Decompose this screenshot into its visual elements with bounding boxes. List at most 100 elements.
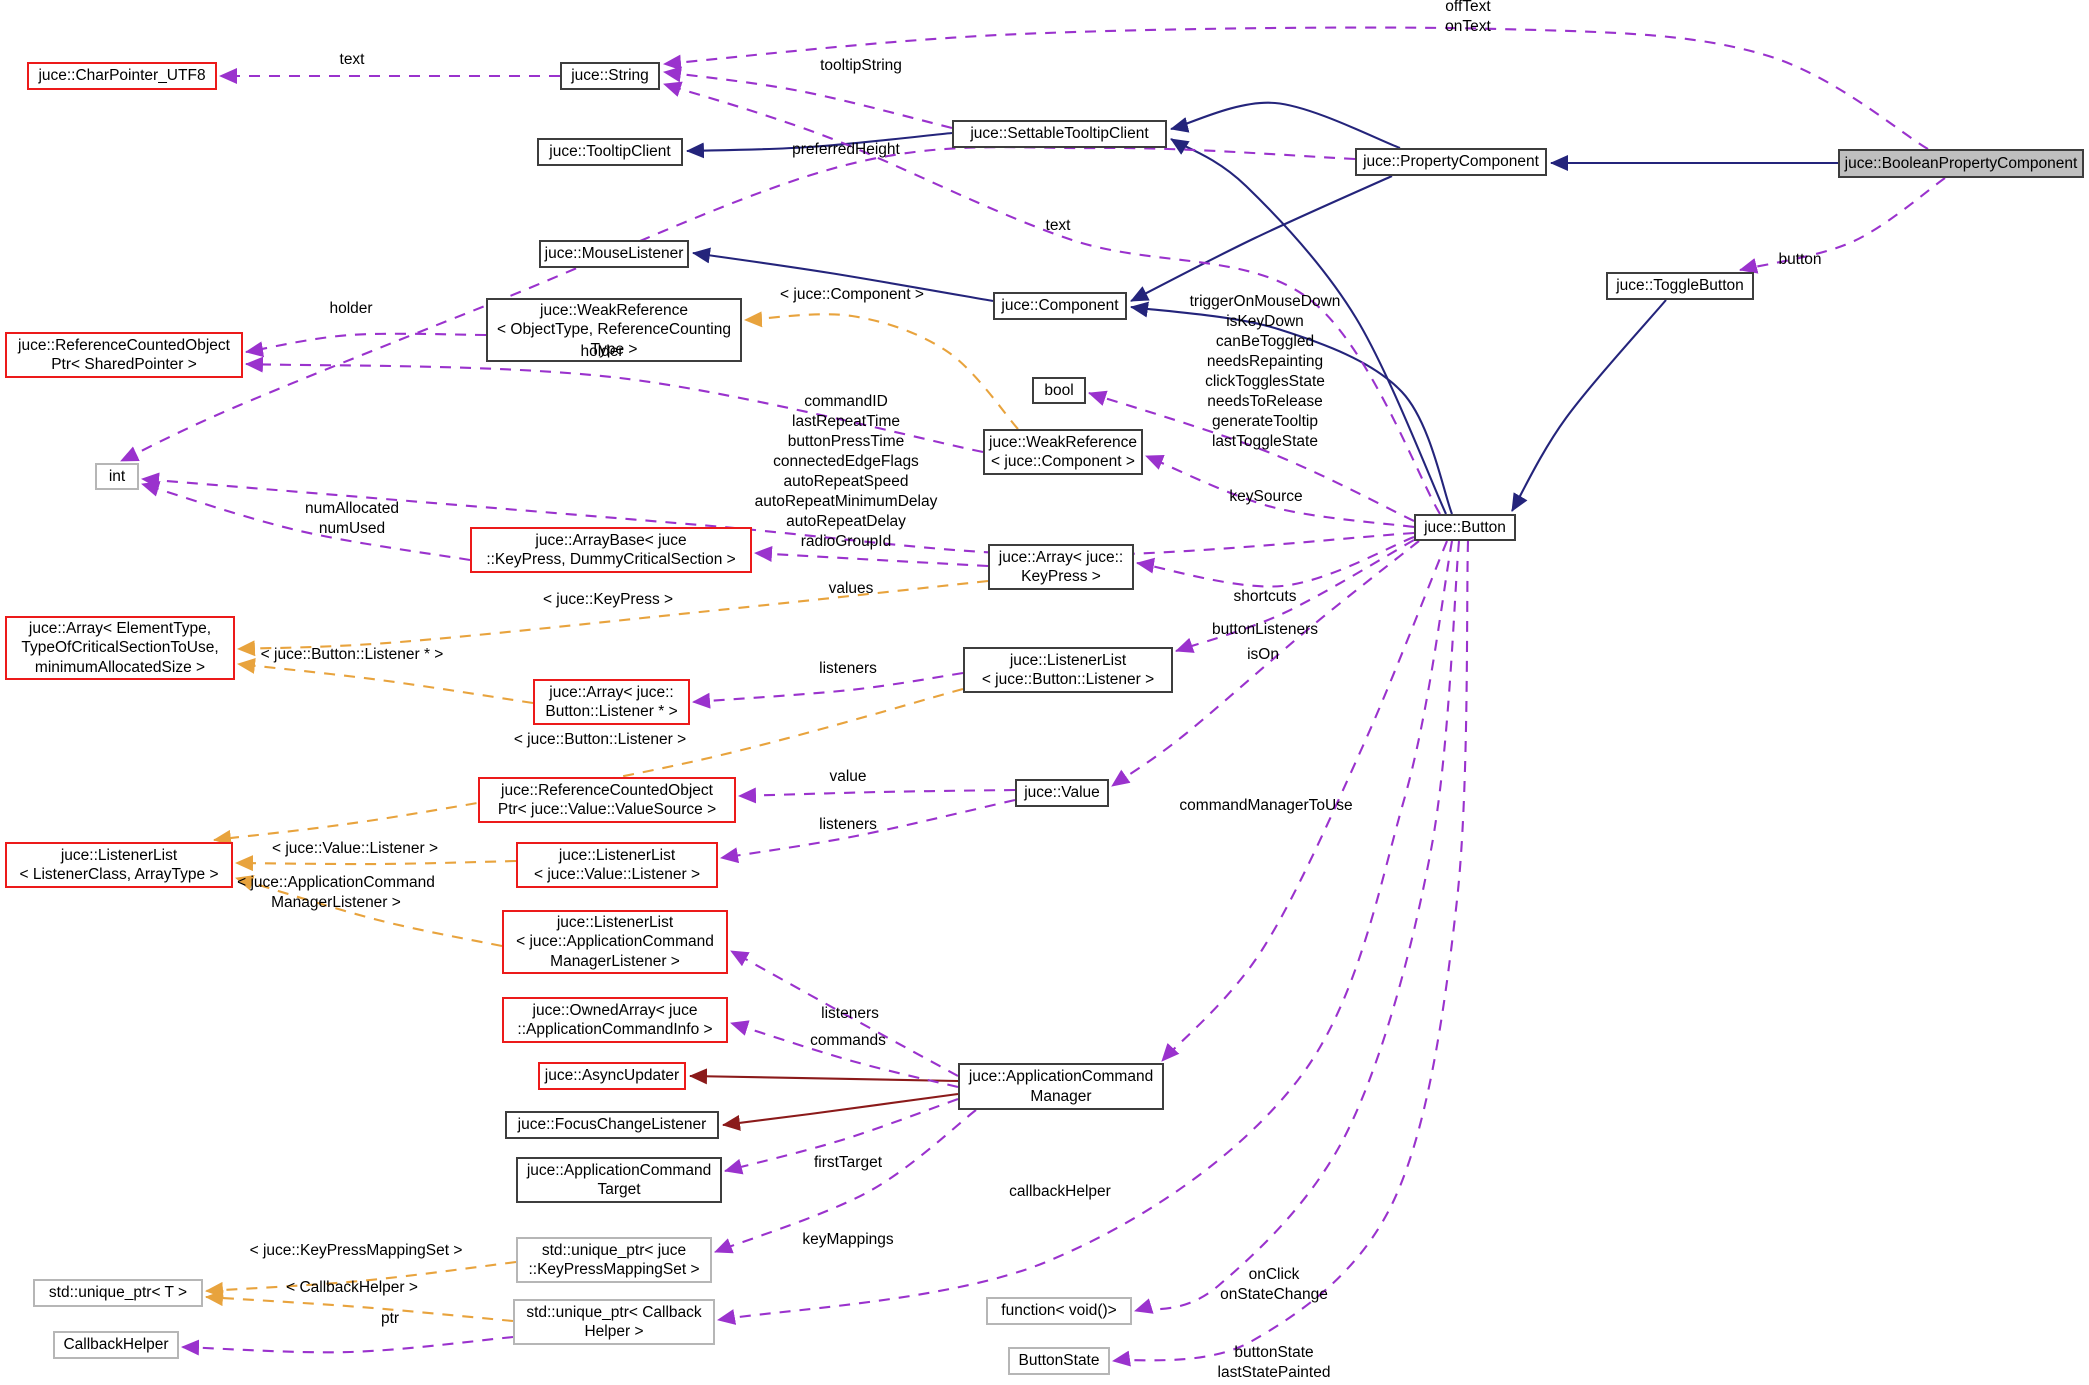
edge-use-value-refptrvaluesource	[738, 787, 1016, 804]
class-node-button-state[interactable]: ButtonState	[1008, 1347, 1110, 1375]
class-node-label: juce::ToggleButton	[1616, 277, 1744, 295]
class-node-focus-change-listener[interactable]: juce::FocusChangeListener	[505, 1111, 719, 1139]
class-node-label: juce::ListenerList	[558, 846, 676, 864]
class-node-label: function< void()>	[1001, 1302, 1117, 1320]
class-node-toggle-button[interactable]: juce::ToggleButton	[1606, 272, 1754, 300]
class-node-bool[interactable]: bool	[1032, 377, 1086, 404]
class-node-label: std::unique_ptr< juce	[541, 1241, 687, 1259]
class-node-value[interactable]: juce::Value	[1015, 779, 1109, 807]
edge-use-uptrcallback-callbackhelper	[181, 1335, 514, 1356]
class-node-array-button-listener[interactable]: juce::Array< juce::Button::Listener * >	[533, 679, 690, 725]
edge-use-value-llvaluelistener	[720, 798, 1016, 864]
edge-inh-togglebutton-button	[1511, 299, 1667, 512]
class-node-label: juce::MouseListener	[544, 245, 684, 263]
class-node-label: < juce::Value::Listener >	[533, 866, 700, 883]
edge-inh-settable-tooltipclient	[686, 131, 953, 159]
class-node-label: KeyPress >	[1021, 568, 1101, 585]
class-node-int[interactable]: int	[95, 463, 139, 490]
class-node-label: ManagerListener >	[550, 952, 680, 970]
edge-inh-button-settable	[1170, 138, 1447, 515]
class-node-label: Button::Listener * >	[545, 703, 678, 720]
edge-use-arraykeypress-arraybase	[754, 545, 989, 568]
class-node-label: juce::ReferenceCountedObject	[501, 781, 713, 799]
edge-tmpl-llappcommand-llgeneric	[235, 875, 503, 948]
class-node-property-component[interactable]: juce::PropertyComponent	[1355, 148, 1547, 176]
class-node-label: juce::AsyncUpdater	[544, 1067, 680, 1085]
class-node-listener-list-value-listener[interactable]: juce::ListenerList< juce::Value::Listene…	[516, 842, 718, 888]
edge-tmpl-uptrcallback-uptrt	[205, 1290, 514, 1323]
class-node-async-updater[interactable]: juce::AsyncUpdater	[538, 1062, 686, 1090]
class-node-label: juce::SettableTooltipClient	[970, 125, 1149, 143]
class-node-listener-list-button-listener[interactable]: juce::ListenerList< juce::Button::Listen…	[963, 647, 1173, 693]
edge-use-acm-llappcommand	[730, 950, 959, 1077]
class-node-label: bool	[1044, 381, 1074, 399]
class-node-listener-list-generic[interactable]: juce::ListenerList< ListenerClass, Array…	[5, 842, 233, 888]
class-node-label: < juce::ApplicationCommand	[516, 933, 714, 951]
edge-use-acm-uptrkeypressmap	[714, 1109, 977, 1254]
class-node-label: juce::BooleanPropertyComponent	[1844, 154, 2078, 172]
class-node-label: std::unique_ptr< Callback	[526, 1303, 702, 1321]
class-node-label: Ptr< juce::Value::ValueSource >	[497, 801, 717, 818]
class-node-settable-tooltip-client[interactable]: juce::SettableTooltipClient	[952, 120, 1167, 148]
class-node-label: Manager	[1030, 1087, 1092, 1105]
class-node-label: int	[108, 467, 126, 485]
class-node-string[interactable]: juce::String	[560, 62, 660, 90]
class-node-label: ::KeyPressMappingSet >	[528, 1261, 700, 1278]
class-node-listener-list-application-command[interactable]: juce::ListenerList< juce::ApplicationCom…	[502, 910, 728, 974]
edge-use-booleanprop-togglebutton	[1739, 177, 1946, 274]
class-node-weak-reference-component[interactable]: juce::WeakReference< juce::Component >	[983, 429, 1143, 475]
class-node-label: ButtonState	[1018, 1352, 1100, 1370]
edge-tmpl-uptrkeypressmap-uptrt	[205, 1260, 517, 1298]
edge-use-button-string-text	[663, 81, 1441, 515]
class-node-array-generic[interactable]: juce::Array< ElementType,TypeOfCriticalS…	[5, 616, 235, 680]
class-node-tooltip-client[interactable]: juce::TooltipClient	[537, 138, 683, 166]
edge-use-acm-ownedarray	[730, 1020, 959, 1089]
edge-use-weakrefcomponent-refptr	[245, 356, 984, 454]
class-node-label: juce::ReferenceCountedObject	[18, 336, 230, 354]
edge-inh-button-component	[1130, 301, 1453, 515]
class-node-weak-reference-generic[interactable]: juce::WeakReference< ObjectType, Referen…	[486, 298, 742, 362]
class-node-boolean-property-component[interactable]: juce::BooleanPropertyComponent	[1838, 149, 2084, 178]
class-node-label: std::unique_ptr< T >	[48, 1284, 188, 1302]
class-node-function-void[interactable]: function< void()>	[986, 1297, 1132, 1325]
edge-use-button-listenerlistbutton	[1175, 539, 1415, 653]
class-node-label: minimumAllocatedSize >	[34, 658, 206, 676]
class-node-array-keypress[interactable]: juce::Array< juce::KeyPress >	[988, 544, 1134, 590]
edge-inh-component-mouselistener	[692, 247, 994, 303]
class-node-label: juce::Button	[1424, 518, 1506, 536]
edge-use-button-function	[1134, 540, 1461, 1314]
class-node-label: juce::ListenerList	[1009, 651, 1127, 669]
class-node-label: juce::WeakReference	[989, 433, 1137, 451]
class-node-unique-ptr-t[interactable]: std::unique_ptr< T >	[33, 1279, 203, 1307]
edge-use-button-uptrcallback	[717, 540, 1454, 1325]
edge-use-button-acm	[1161, 540, 1448, 1062]
class-node-label: ::KeyPress, DummyCriticalSection >	[486, 551, 736, 568]
edge-use-acm-target	[724, 1098, 959, 1175]
edge-priv-acm-focuschangelistener	[722, 1092, 959, 1131]
class-node-label: ::ApplicationCommandInfo >	[517, 1021, 713, 1038]
edge-tmpl-weakrefcomponent-weakrefgeneric	[744, 311, 1019, 430]
class-node-component[interactable]: juce::Component	[993, 292, 1127, 320]
class-node-unique-ptr-keypress-mapping-set[interactable]: std::unique_ptr< juce::KeyPressMappingSe…	[516, 1237, 712, 1283]
class-node-label: Target	[597, 1181, 641, 1198]
class-node-label: juce::Array< ElementType,	[28, 619, 212, 637]
class-node-mouse-listener[interactable]: juce::MouseListener	[539, 240, 689, 268]
class-node-button[interactable]: juce::Button	[1414, 514, 1516, 541]
class-node-owned-array[interactable]: juce::OwnedArray< juce::ApplicationComma…	[502, 997, 728, 1043]
edge-priv-acm-asyncupdater	[689, 1068, 959, 1085]
class-node-label: juce::Array< juce::	[549, 683, 674, 701]
class-node-callback-helper[interactable]: CallbackHelper	[53, 1331, 179, 1359]
class-node-label: juce::ArrayBase< juce	[535, 531, 687, 549]
class-node-label: TypeOfCriticalSectionToUse,	[21, 639, 219, 657]
class-node-label: juce::Value	[1024, 784, 1100, 802]
class-node-label: < juce::Button::Listener >	[981, 671, 1155, 688]
class-node-array-base[interactable]: juce::ArrayBase< juce::KeyPress, DummyCr…	[470, 527, 752, 573]
class-node-char-pointer-utf8[interactable]: juce::CharPointer_UTF8	[27, 62, 217, 90]
